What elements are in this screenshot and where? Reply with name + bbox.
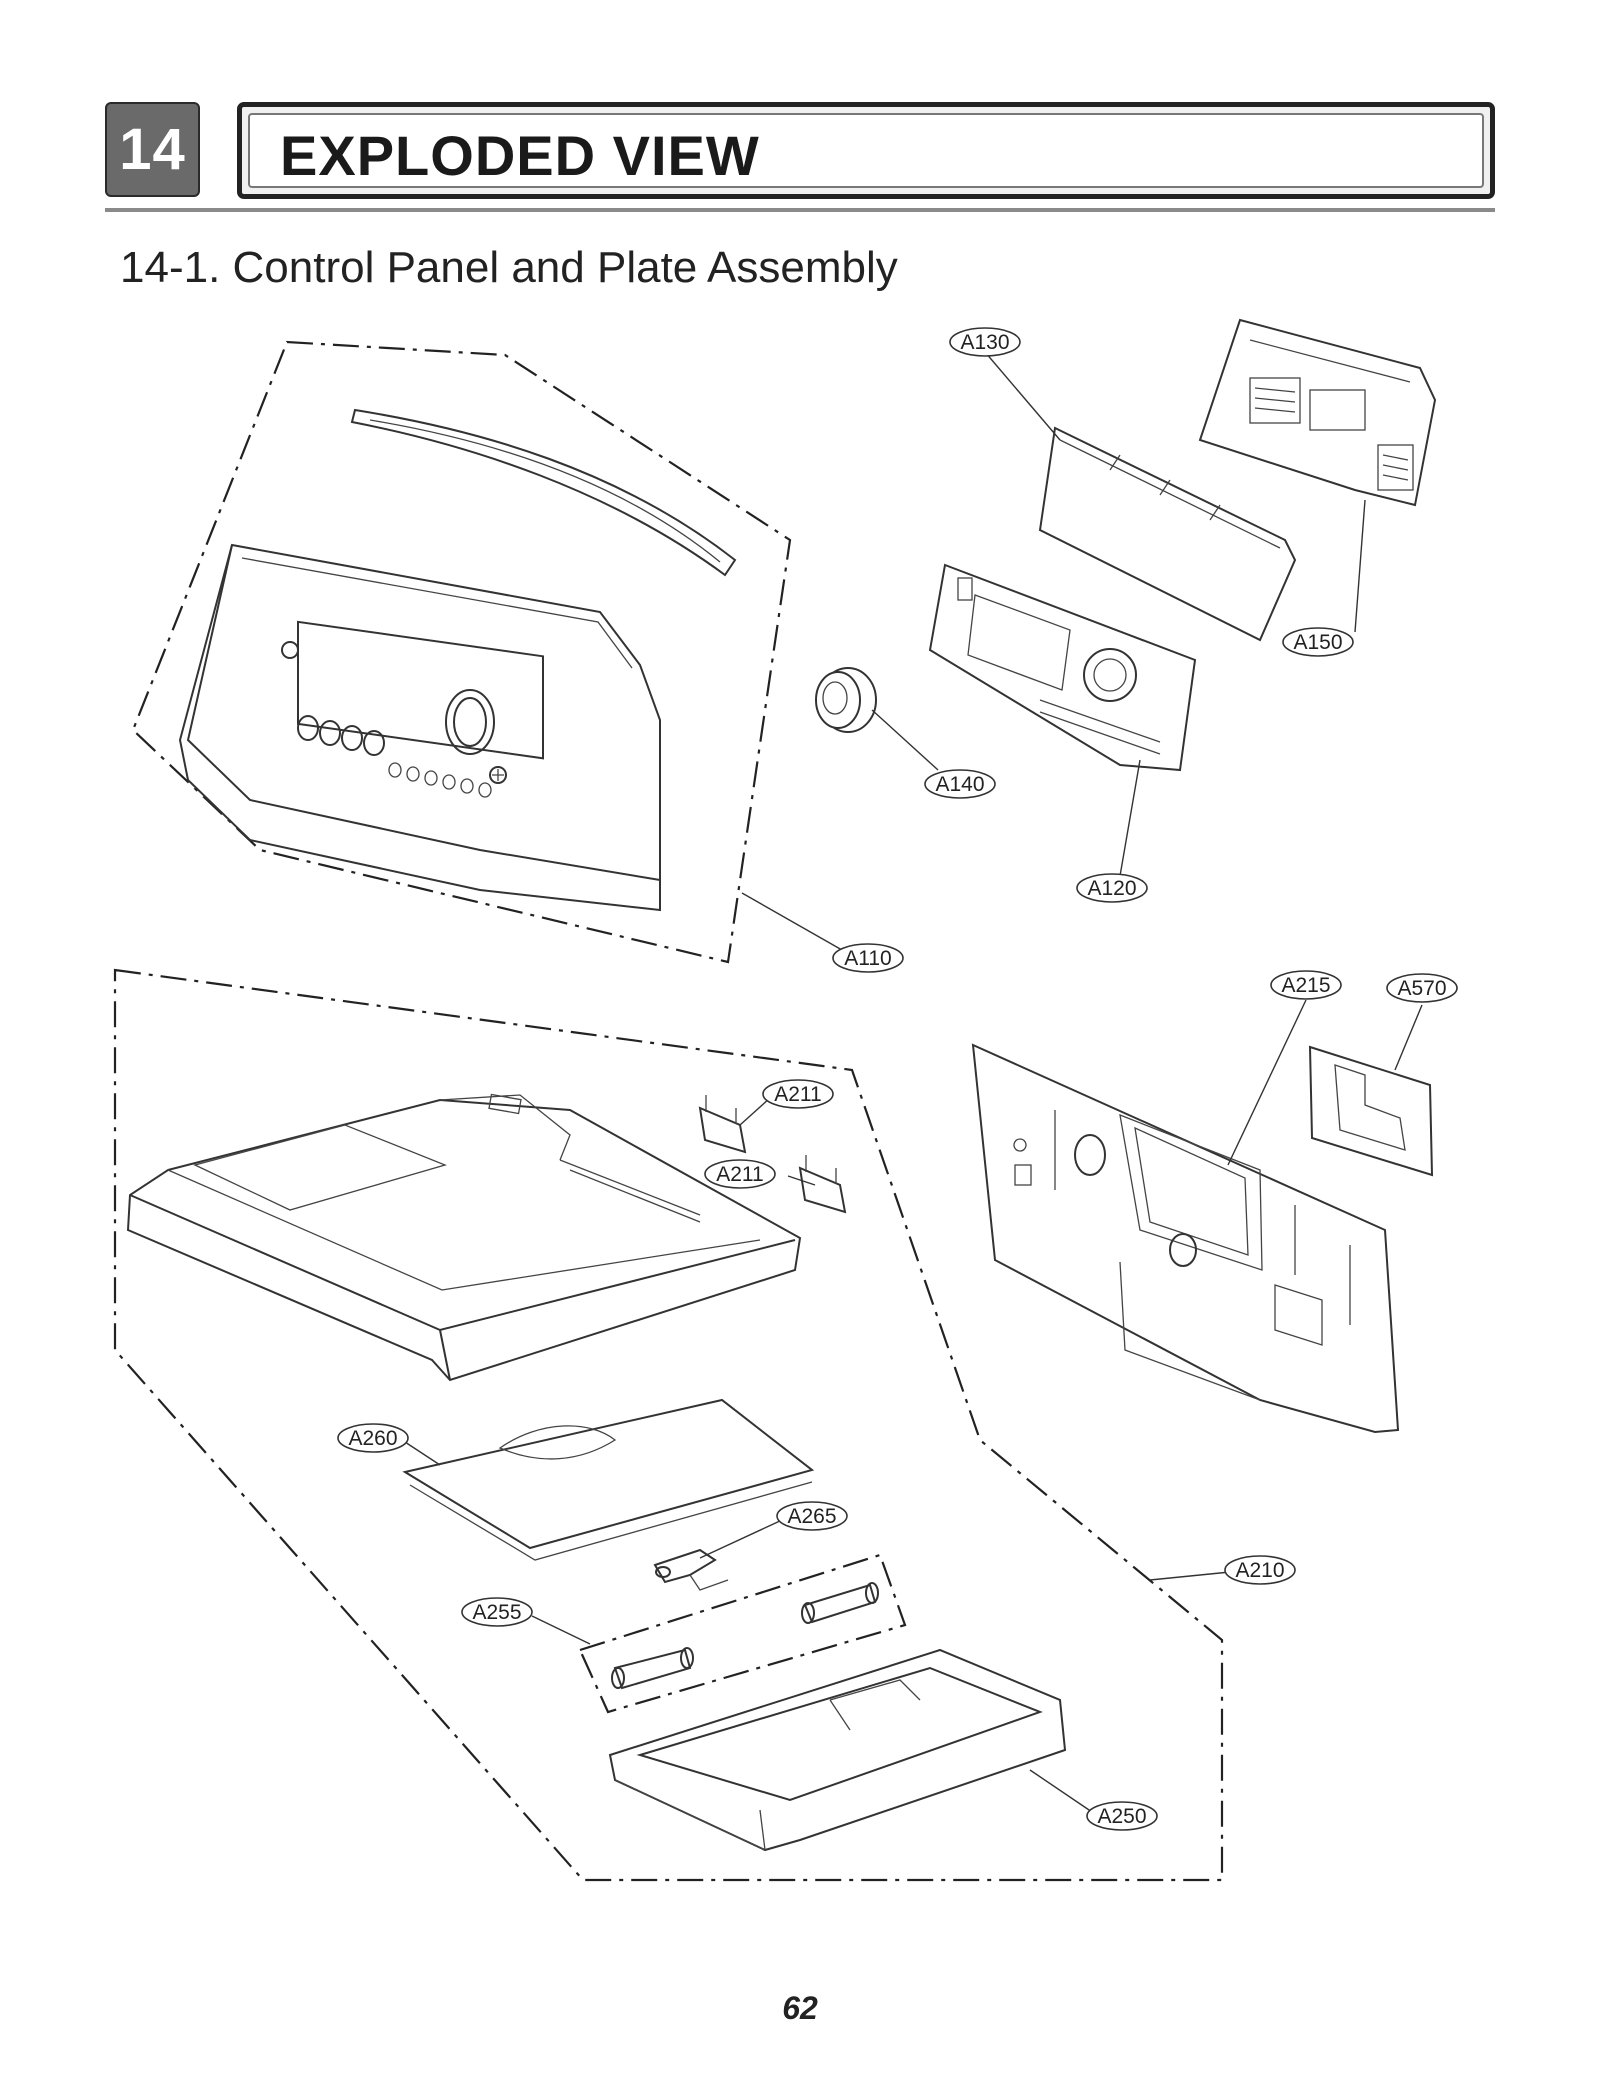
hinge-upper — [698, 1095, 747, 1154]
control-panel-housing — [178, 543, 661, 912]
chapter-title-frame: EXPLODED VIEW — [237, 102, 1495, 199]
callout-a265: A265 — [776, 1501, 848, 1531]
chapter-title-inner: EXPLODED VIEW — [248, 113, 1484, 188]
hinge-lower — [798, 1155, 847, 1214]
callout-a120-label: A120 — [1087, 877, 1136, 900]
top-cover — [126, 1093, 802, 1382]
hinge-pin-left — [611, 1647, 694, 1690]
callout-a150: A150 — [1282, 627, 1354, 657]
control-panel-trim-strip — [350, 408, 737, 577]
callout-a110-label: A110 — [844, 947, 892, 970]
callout-a215: A215 — [1270, 970, 1342, 1000]
callout-a260: A260 — [337, 1423, 409, 1453]
page-number: 62 — [782, 1990, 818, 2026]
callout-a260-label: A260 — [348, 1427, 397, 1450]
pcb-cover-box — [1198, 318, 1437, 507]
chapter-number-box: 14 — [105, 102, 200, 197]
display-pcb — [928, 563, 1197, 772]
callout-a150-label: A150 — [1293, 631, 1342, 654]
latch — [653, 1548, 729, 1591]
callout-a120: A120 — [1076, 873, 1148, 903]
callout-a140: A140 — [924, 769, 996, 799]
callout-a211-upper-label: A211 — [774, 1083, 822, 1106]
chapter-title: EXPLODED VIEW — [280, 124, 760, 187]
callout-a210-label: A210 — [1235, 1559, 1284, 1582]
tray-frame — [608, 1648, 1067, 1852]
callout-a140-label: A140 — [935, 773, 984, 796]
callout-a210: A210 — [1224, 1555, 1296, 1585]
pcb-assembly — [1038, 426, 1297, 642]
callout-a211-lower-label: A211 — [716, 1163, 764, 1186]
hinge-pin-right — [801, 1582, 879, 1624]
control-panel-group-boundary — [131, 340, 792, 964]
leader-lines — [404, 351, 1423, 1813]
callout-a250-label: A250 — [1097, 1805, 1146, 1828]
back-plate — [971, 1043, 1400, 1434]
callout-a255: A255 — [461, 1597, 533, 1627]
callout-a211-lower: A211 — [704, 1159, 776, 1189]
knob — [815, 667, 877, 733]
hinge-pin-group-boundary — [578, 1553, 907, 1714]
callout-a215-label: A215 — [1281, 974, 1330, 997]
lid-plate — [402, 1398, 815, 1561]
section-title: 14-1. Control Panel and Plate Assembly — [120, 243, 898, 292]
top-plate-group-boundary — [113, 968, 1224, 1882]
callout-a211-upper: A211 — [762, 1079, 834, 1109]
title-rule — [105, 208, 1495, 212]
callout-a130-label: A130 — [960, 331, 1009, 354]
callout-a130: A130 — [949, 327, 1021, 357]
callout-a570: A570 — [1386, 973, 1458, 1003]
small-cover-plate — [1308, 1045, 1434, 1177]
callout-a255-label: A255 — [472, 1601, 521, 1624]
callout-a570-label: A570 — [1397, 977, 1446, 1000]
callout-a250: A250 — [1086, 1801, 1158, 1831]
callout-a265-label: A265 — [787, 1505, 836, 1528]
chapter-number: 14 — [119, 117, 186, 182]
callout-a110: A110 — [832, 943, 904, 973]
